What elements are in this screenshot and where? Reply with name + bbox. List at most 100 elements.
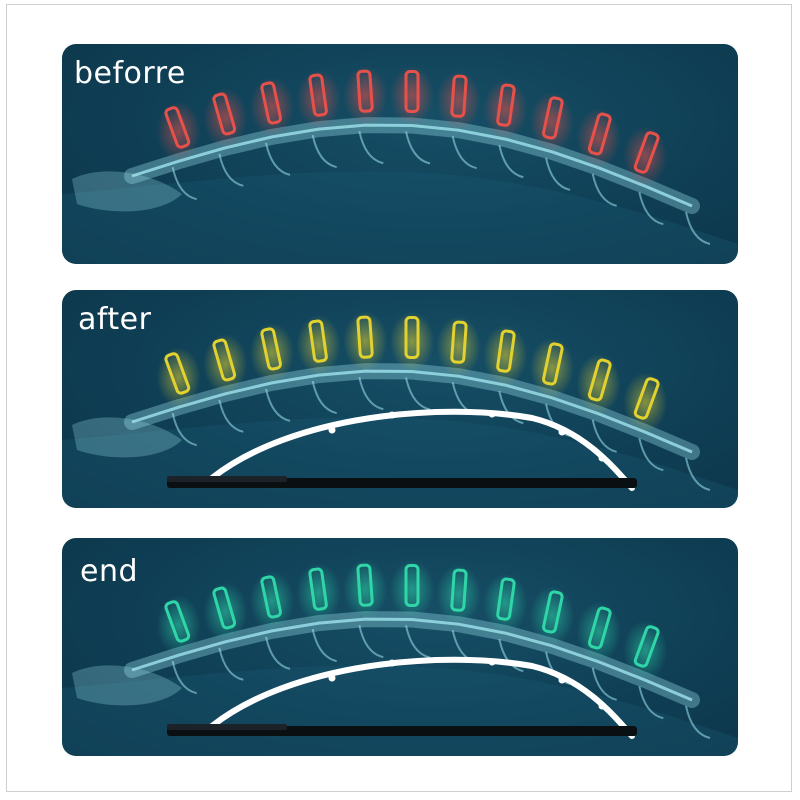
intervertebral-disc (587, 606, 612, 650)
spinous-process (685, 457, 711, 491)
intervertebral-disc (404, 316, 420, 359)
intervertebral-disc (496, 577, 516, 621)
disc-glow (250, 322, 294, 383)
spinous-process (545, 157, 571, 191)
disc-glow (296, 69, 341, 130)
spinous-process (591, 667, 617, 701)
stretcher-nub (598, 702, 606, 710)
stretcher-nub (598, 454, 606, 462)
spinous-process (358, 624, 384, 659)
stretcher-nub (388, 659, 396, 667)
spinous-process (451, 135, 477, 170)
intervertebral-disc (633, 625, 660, 668)
intervertebral-disc (212, 92, 237, 136)
intervertebral-disc (356, 69, 374, 113)
disc-glow (483, 325, 528, 386)
spinous-process (405, 131, 431, 165)
intervertebral-disc (404, 70, 420, 113)
intervertebral-disc (164, 106, 191, 149)
intervertebral-disc (587, 112, 612, 156)
spinous-process (265, 636, 291, 670)
intervertebral-disc (542, 96, 564, 140)
intervertebral-disc (164, 600, 191, 643)
spinous-process (171, 412, 197, 447)
panel-end: end (62, 538, 738, 756)
intervertebral-disc (450, 320, 468, 364)
intervertebral-disc (496, 329, 516, 373)
disc-glow (296, 315, 341, 376)
stretcher-nub (328, 674, 336, 682)
intervertebral-disc (164, 352, 191, 395)
intervertebral-disc (212, 338, 237, 382)
spinous-process (171, 166, 197, 201)
spinous-process (685, 705, 711, 739)
disc-glow (250, 76, 294, 137)
spinous-process (638, 437, 664, 472)
spinous-process (405, 625, 431, 659)
disc-glow (296, 563, 341, 624)
spinous-process (171, 660, 197, 695)
spinous-process (311, 380, 337, 415)
intervertebral-disc (212, 586, 237, 630)
disc-glow (530, 337, 574, 398)
intervertebral-disc (587, 358, 612, 402)
intervertebral-disc (633, 377, 660, 420)
spinous-process (358, 130, 384, 165)
disc-glow (343, 559, 388, 620)
intervertebral-disc (633, 131, 660, 174)
stretcher-nub (488, 410, 496, 418)
pelvis-bone (72, 665, 182, 706)
panel-after: after (62, 290, 738, 508)
stretcher-nub (558, 676, 566, 684)
spinous-process (311, 628, 337, 663)
body-silhouette (62, 171, 738, 264)
spinous-process (591, 173, 617, 207)
disc-glow (483, 79, 528, 140)
intervertebral-disc (308, 567, 328, 611)
disc-glow (390, 65, 434, 126)
disc-glow (483, 573, 528, 634)
intervertebral-disc (450, 74, 468, 118)
spinous-process (638, 191, 664, 226)
stretcher-nub (388, 411, 396, 419)
intervertebral-disc (356, 315, 374, 359)
spinous-process (218, 647, 244, 681)
disc-glow (530, 585, 574, 646)
spinous-process (218, 153, 244, 187)
spinous-process (405, 377, 431, 411)
spinous-process (265, 388, 291, 422)
panel-before: beforre (62, 44, 738, 264)
panel-label-end: end (80, 554, 139, 589)
spinous-process (591, 419, 617, 453)
panel-label-before: beforre (74, 56, 186, 91)
stretcher-base-end (167, 724, 287, 730)
stretcher-nub (558, 428, 566, 436)
disc-glow (436, 316, 481, 377)
intervertebral-disc (496, 83, 516, 127)
intervertebral-disc (260, 327, 282, 371)
disc-glow (343, 65, 388, 126)
disc-glow (343, 311, 388, 372)
spine-illustration-after (62, 311, 738, 508)
spinous-process (311, 134, 337, 169)
disc-glow (250, 570, 294, 631)
stretcher-nub (328, 426, 336, 434)
spine-illustration-before (62, 65, 738, 264)
disc-glow (390, 559, 434, 620)
intervertebral-disc (404, 564, 420, 607)
intervertebral-disc (542, 342, 564, 386)
disc-glow (530, 91, 574, 152)
intervertebral-disc (356, 563, 374, 607)
disc-glow (436, 564, 481, 625)
stretcher-base-end (167, 476, 287, 482)
intervertebral-disc (450, 568, 468, 612)
spinous-process (498, 144, 524, 179)
spinous-process (638, 685, 664, 720)
intervertebral-disc (308, 319, 328, 363)
intervertebral-disc (260, 81, 282, 125)
intervertebral-disc (260, 575, 282, 619)
spine-illustration-end (62, 559, 738, 756)
spinous-process (265, 142, 291, 176)
disc-glow (436, 70, 481, 131)
disc-glow (390, 311, 434, 372)
